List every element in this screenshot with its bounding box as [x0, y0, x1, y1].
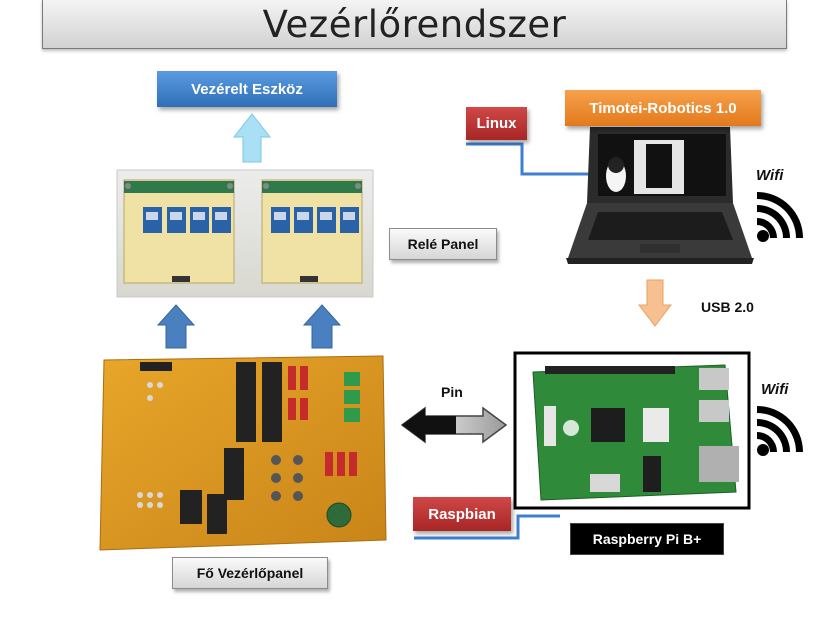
controlled-device-label: Vezérelt Eszköz [157, 71, 337, 107]
page-title: Vezérlőrendszer [262, 2, 567, 46]
arrow-up-light [232, 113, 272, 163]
arrow-up-left [156, 304, 196, 349]
main-control-panel-label: Fő Vezérlőpanel [172, 557, 328, 589]
relay-board-photo [116, 169, 374, 298]
wifi-top-label: Wifi [756, 167, 784, 184]
raspbian-connector-line [414, 514, 560, 540]
title-bar: Vezérlőrendszer [42, 0, 787, 49]
usb-label: USB 2.0 [701, 299, 754, 315]
wifi-icon [757, 192, 803, 242]
wifi-icon [757, 406, 803, 456]
raspberry-pi-label: Raspberry Pi B+ [570, 523, 724, 555]
raspbian-label: Raspbian [413, 497, 511, 531]
relay-panel-label: Relé Panel [389, 228, 497, 260]
linux-label: Linux [466, 107, 527, 140]
laptop-photo [566, 127, 754, 264]
control-panel-photo [96, 355, 387, 551]
linux-connector-line [466, 142, 590, 176]
arrow-down-usb [637, 279, 673, 327]
raspberry-pi-photo [532, 364, 739, 501]
arrow-up-right [302, 304, 342, 349]
software-label: Timotei-Robotics 1.0 [565, 90, 761, 126]
wifi-bottom-label: Wifi [761, 381, 789, 398]
pin-label: Pin [441, 384, 463, 400]
